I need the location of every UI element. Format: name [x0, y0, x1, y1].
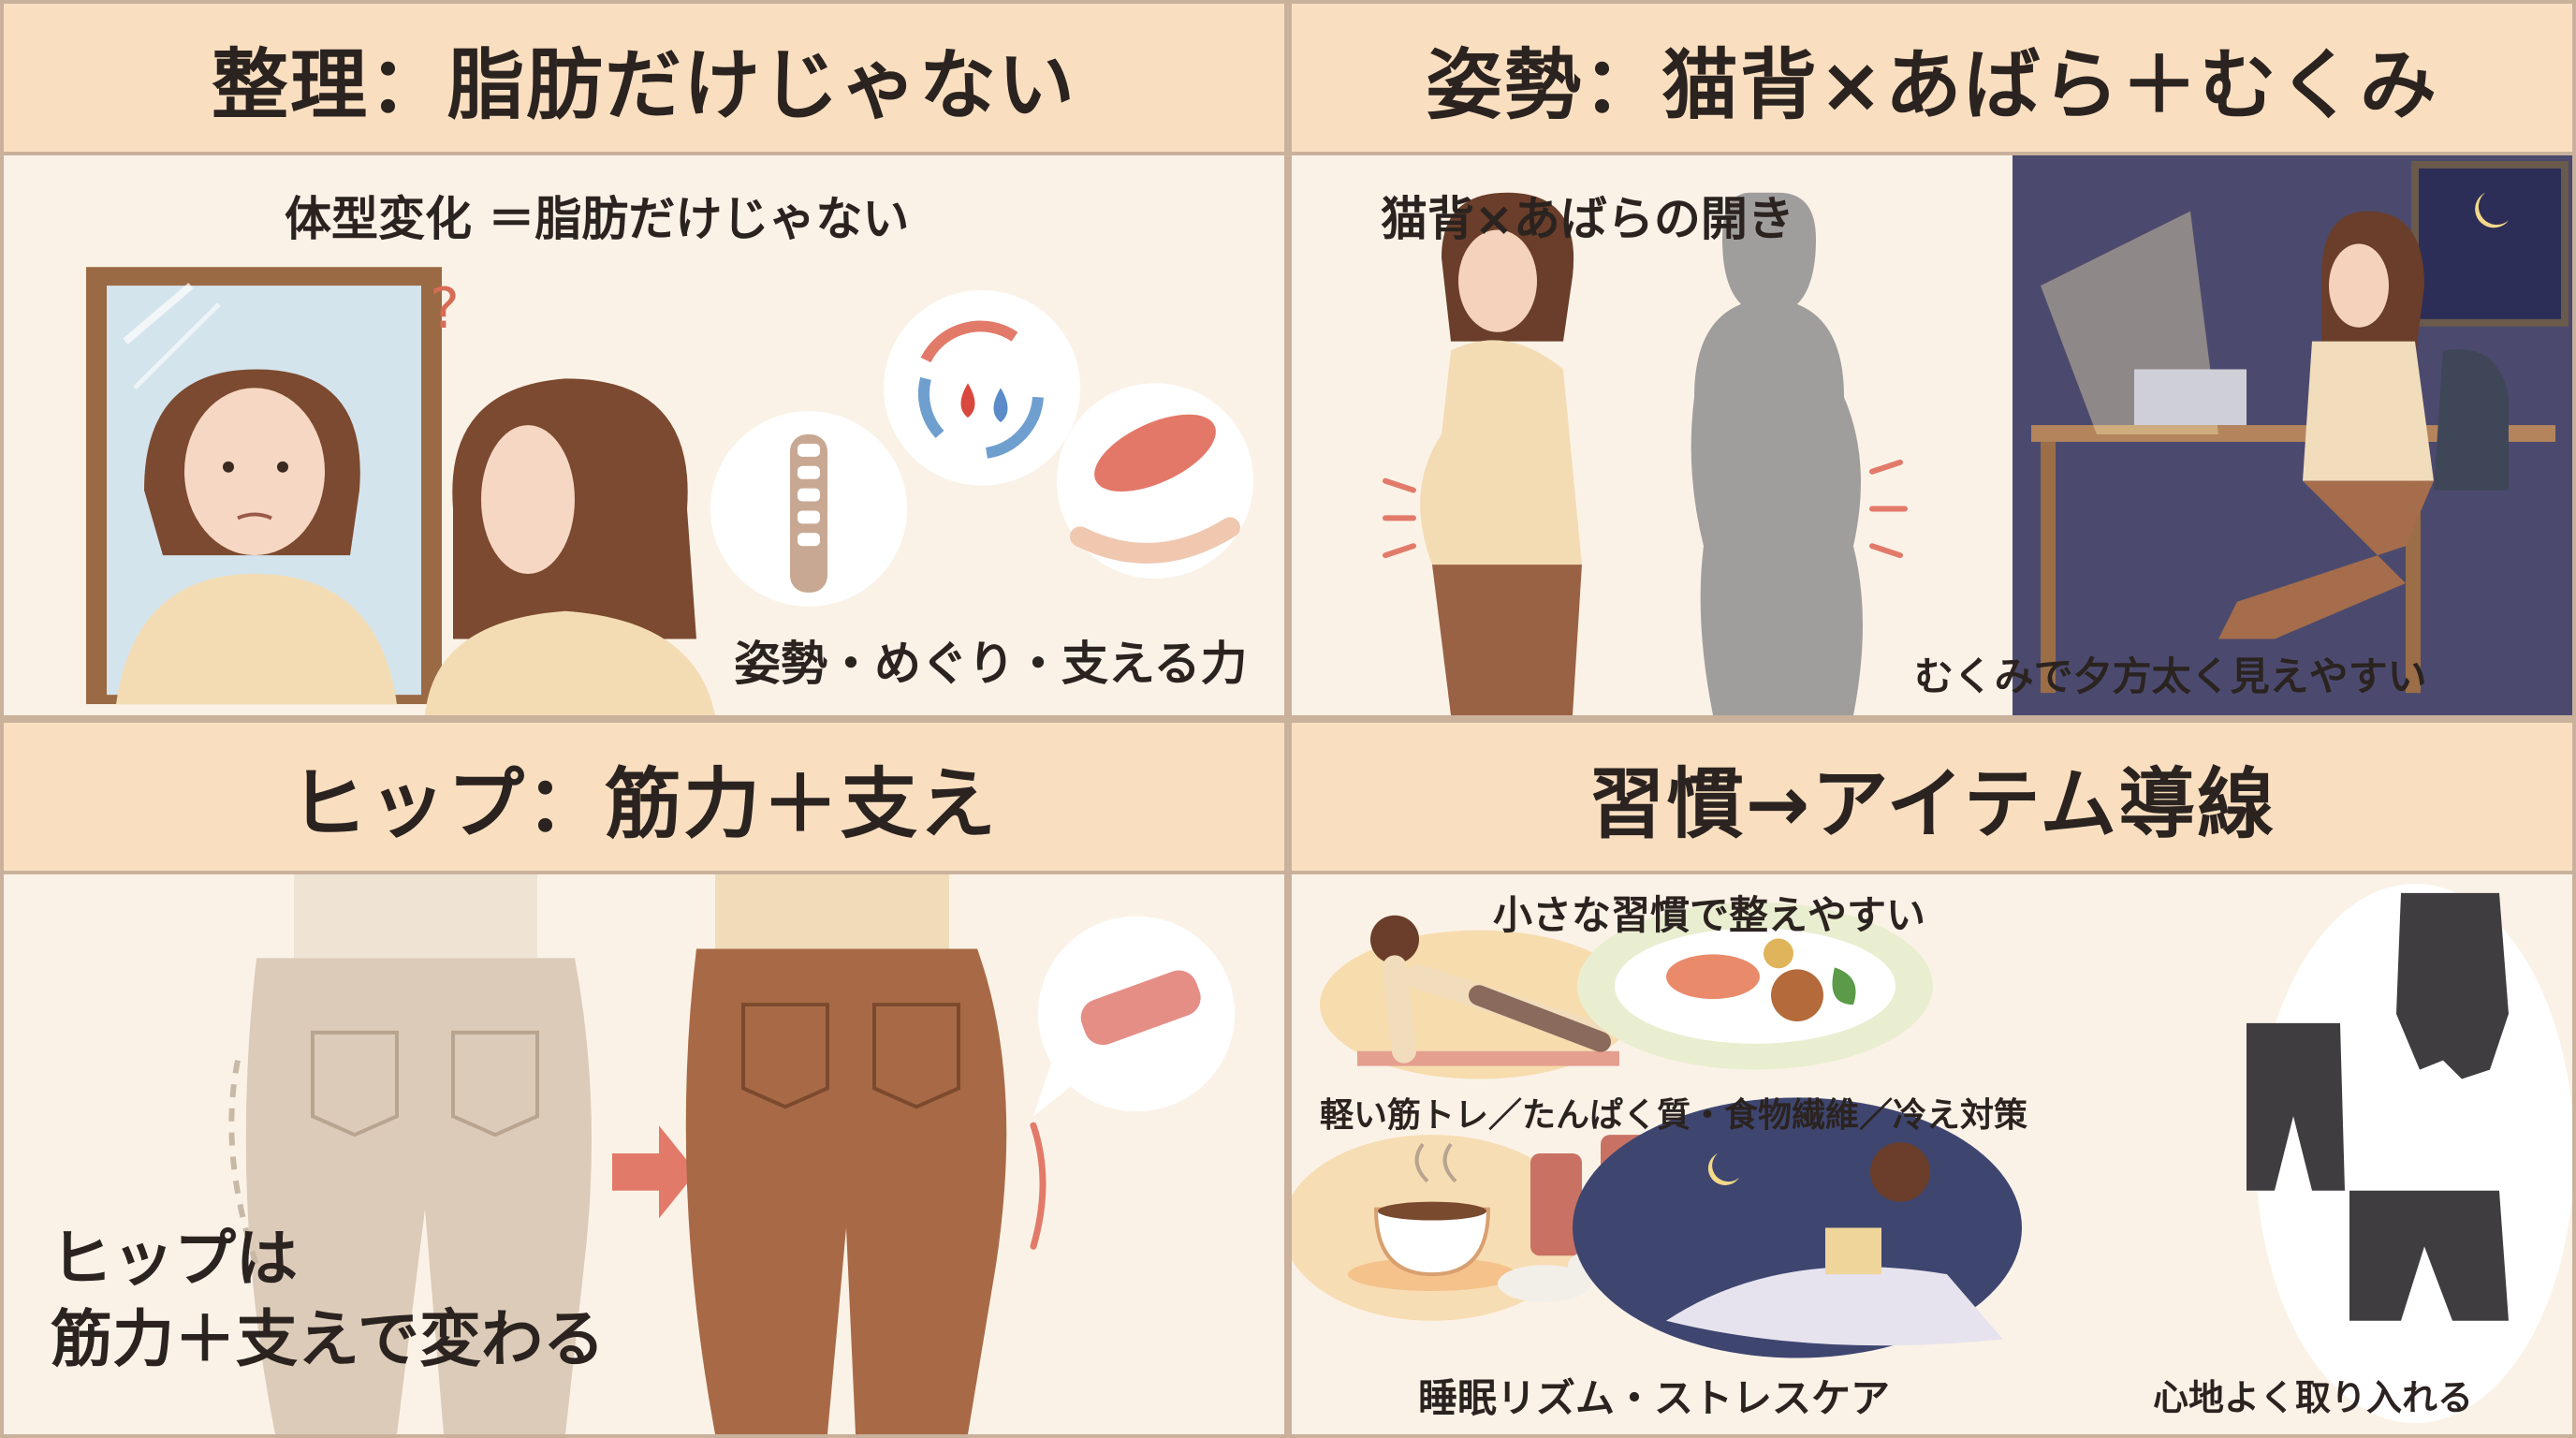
reflection-sweater — [116, 574, 397, 705]
panel-caption: 姿勢・めぐり・支える力 — [734, 637, 1248, 691]
night-window — [2411, 160, 2569, 327]
habit-caption: 軽い筋トレ／たんぱく質・食物繊維／冷え対策 — [1320, 1096, 2028, 1135]
panel-caption: ヒップは 筋力＋支えで変わる — [51, 1219, 605, 1380]
office-chair — [2434, 349, 2509, 491]
after-shirt — [715, 874, 949, 949]
arrow-right-icon — [612, 1125, 696, 1219]
hip-scene — [4, 874, 1284, 1434]
panel-caption: むくみで夕方太く見えやすい — [1914, 653, 2427, 699]
slouch-woman-pants — [1432, 565, 1582, 715]
posture-illustration — [1383, 155, 2572, 715]
circulation-icon — [884, 290, 1080, 486]
reflection-face — [184, 388, 325, 556]
woman-face — [481, 425, 575, 575]
swelling-marks — [1383, 459, 1908, 559]
woman-sweater — [425, 610, 715, 715]
tea-icon — [1373, 1207, 1491, 1277]
before-pants — [245, 958, 592, 1434]
mirror-scene: ? — [4, 155, 1284, 715]
slouch-woman-sweater — [1420, 340, 1582, 565]
item-caption: 心地よく取り入れる — [2153, 1377, 2474, 1418]
panel-title: 姿勢：猫背×あばら＋むくみ — [1292, 4, 2572, 155]
mirror-illustration: ? — [86, 267, 1253, 715]
seated-woman-sweater — [2303, 341, 2434, 481]
leg-warmer-icon — [1530, 1153, 1582, 1256]
plank-icon — [1370, 915, 1419, 964]
panel-title: 整理：脂肪だけじゃない — [4, 4, 1284, 155]
hip-illustration — [228, 874, 1235, 1434]
panel-hip: ヒップ：筋力＋支え — [0, 719, 1288, 1438]
question-icon: ? — [430, 276, 460, 342]
panel-title: 習慣→アイテム導線 — [1292, 723, 2572, 874]
caption-line-2: 筋力＋支えで変わる — [51, 1302, 606, 1375]
ideal-silhouette — [1690, 192, 1863, 715]
laptop — [2134, 369, 2247, 426]
before-shirt — [294, 874, 537, 959]
posture-scene — [1292, 155, 2572, 715]
sleep-caption: 睡眠リズム・ストレスケア — [1418, 1375, 1891, 1421]
habits-illustration — [1292, 884, 2572, 1423]
habits-scene — [1292, 874, 2572, 1434]
panel-title: ヒップ：筋力＋支え — [4, 723, 1284, 874]
panel-body-composition: 整理：脂肪だけじゃない ? — [0, 0, 1288, 719]
panel-subtitle: 小さな習慣で整えやすい — [1493, 892, 1926, 938]
resistance-band-icon — [1080, 970, 1201, 1046]
panel-subtitle: 体型変化 ＝脂肪だけじゃない — [285, 192, 910, 246]
caption-line-1: ヒップは — [51, 1223, 298, 1295]
after-pants — [685, 948, 1007, 1434]
panel-subtitle: 猫背×あばらの開き — [1381, 192, 1794, 246]
panel-posture: 姿勢：猫背×あばら＋むくみ — [1288, 0, 2576, 719]
sleep-icon — [1870, 1142, 1930, 1202]
seated-woman-pants — [2218, 480, 2434, 639]
panel-habits: 習慣→アイテム導線 — [1288, 719, 2576, 1438]
shapewear-icon — [2396, 892, 2509, 1079]
